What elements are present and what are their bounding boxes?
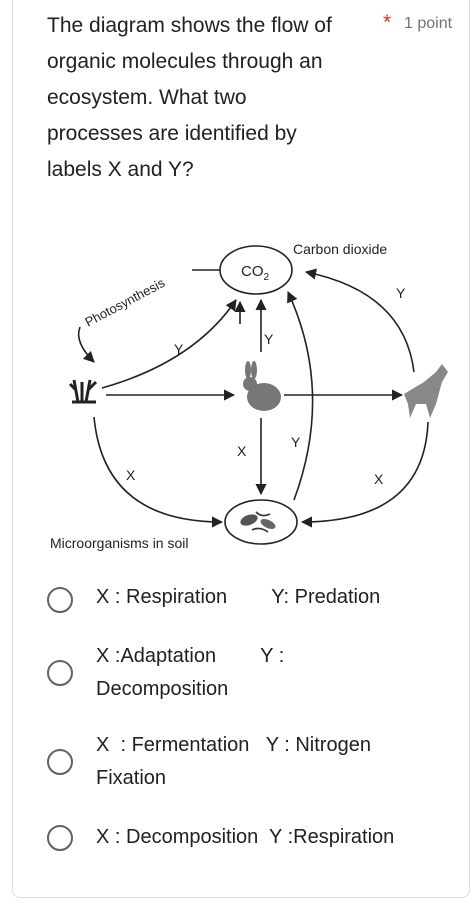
soil-ellipse bbox=[224, 499, 298, 545]
microorganisms-icon bbox=[240, 511, 276, 533]
y-label-plant: Y bbox=[174, 341, 184, 357]
option-label: X :Adaptation Y : Decomposition bbox=[96, 645, 285, 700]
points-label: 1 point bbox=[404, 15, 453, 32]
question-line: labels X and Y? bbox=[47, 158, 194, 181]
rabbit-icon bbox=[243, 361, 281, 411]
question-line: ecosystem. What two bbox=[47, 86, 247, 109]
plant-to-co2-arrow bbox=[101, 299, 237, 389]
x-label-rabbit: X bbox=[237, 443, 247, 459]
co2-label: CO2 bbox=[241, 263, 270, 283]
question-line: processes are identified by bbox=[47, 122, 297, 145]
ecosystem-diagram: CO2 Carbon dioxide Photosynthesis Y Y Y … bbox=[50, 241, 448, 551]
y-label-soil: Y bbox=[291, 434, 301, 450]
option-label: X : Fermentation Y : Nitrogen Fixation bbox=[96, 734, 371, 789]
photosynthesis-label: Photosynthesis bbox=[82, 275, 167, 330]
question-text: The diagram shows the flow of organic mo… bbox=[47, 8, 377, 188]
wolf-to-soil-arrow bbox=[300, 421, 429, 528]
photosynthesis-arrow bbox=[77, 326, 95, 363]
plant-to-soil-arrow bbox=[93, 416, 224, 528]
required-asterisk: * bbox=[383, 11, 392, 34]
radio-button[interactable] bbox=[47, 749, 73, 775]
microorganisms-label: Microorganisms in soil bbox=[50, 535, 188, 551]
question-card bbox=[12, 0, 470, 898]
soil-to-co2-arrow bbox=[287, 290, 314, 501]
radio-button[interactable] bbox=[47, 660, 73, 686]
option-label: X : Decomposition Y :Respiration bbox=[96, 826, 395, 848]
plant-icon bbox=[68, 379, 98, 404]
wolf-icon bbox=[404, 364, 448, 418]
wolf-to-co2-arrow bbox=[304, 268, 415, 373]
y-label-rabbit: Y bbox=[264, 331, 274, 347]
radio-button[interactable] bbox=[47, 825, 73, 851]
x-label-plant: X bbox=[126, 467, 136, 483]
radio-button[interactable] bbox=[47, 587, 73, 613]
question-line: The diagram shows the flow of bbox=[47, 14, 332, 37]
carbon-dioxide-label: Carbon dioxide bbox=[293, 241, 387, 257]
option-label: X : Respiration Y: Predation bbox=[96, 586, 381, 608]
x-label-wolf: X bbox=[374, 471, 384, 487]
question-line: organic molecules through an bbox=[47, 50, 323, 73]
y-label-wolf: Y bbox=[396, 285, 406, 301]
